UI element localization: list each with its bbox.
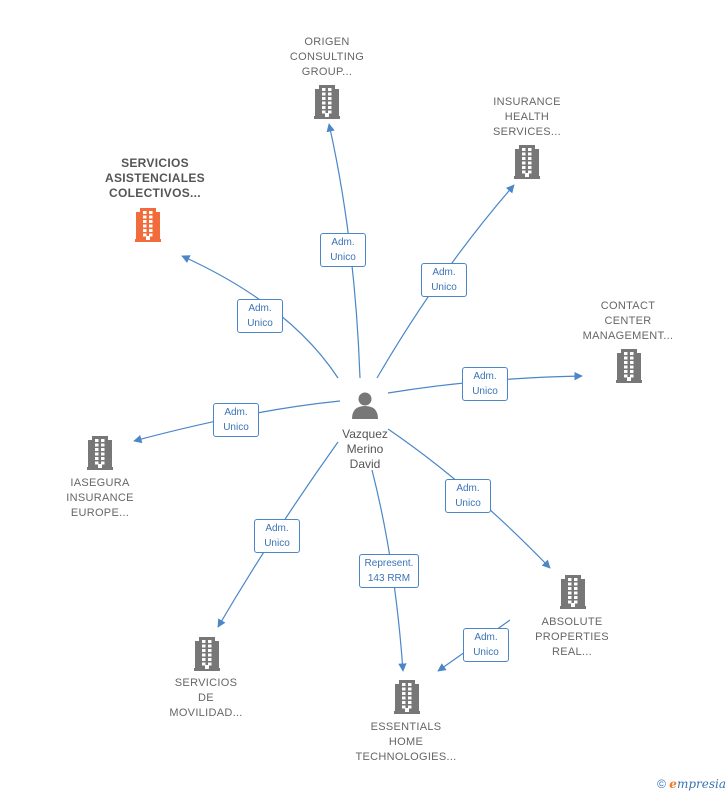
edge-label-line: Unico [431, 282, 457, 293]
edge-label-line: 143 RRM [367, 573, 411, 584]
label-line: SERVICIOS [174, 677, 238, 689]
footer-brand: © empresia [657, 777, 726, 791]
edge-label-center-origen[interactable]: Adm. Unico [320, 233, 366, 267]
edge-label-absolute-essentials[interactable]: Adm. Unico [463, 628, 509, 662]
label-line: SERVICIOS [121, 156, 189, 170]
edge-label-center-iasegura[interactable]: Adm. Unico [213, 403, 259, 437]
icons-layer [87, 85, 642, 714]
edge-label-line: Represent. [364, 558, 414, 569]
building-icon-absolute[interactable] [560, 575, 586, 609]
edge-label-center-absolute[interactable]: Adm. Unico [445, 479, 491, 513]
brand-logo: empresia [669, 777, 726, 791]
label-line: ASISTENCIALES [105, 171, 205, 185]
edge-label-line: Unico [223, 422, 249, 433]
edge-label-line: Unico [472, 386, 498, 397]
edge-label-line: Unico [455, 498, 481, 509]
building-icon-essentials[interactable] [394, 680, 420, 714]
edge-label-center-movilidad[interactable]: Adm. Unico [254, 519, 300, 553]
label-line: TECHNOLOGIES... [355, 751, 457, 763]
building-icon-insurance[interactable] [514, 145, 540, 179]
label-line: CONTACT [600, 300, 656, 312]
label-line: HEALTH [504, 111, 550, 123]
person-icon[interactable] [352, 392, 378, 420]
label-line: HOME [388, 736, 424, 748]
edge-label-line: Adm. [265, 523, 289, 534]
label-line: PROPERTIES [535, 631, 609, 643]
edge-label-line: Adm. [248, 303, 272, 314]
edge-label-line: Unico [264, 538, 290, 549]
node-label-iasegura[interactable]: IASEGURA INSURANCE EUROPE... [30, 476, 170, 521]
edge-label-line: Adm. [331, 237, 355, 248]
label-line: MOVILIDAD... [169, 707, 243, 719]
building-icon-origen[interactable] [314, 85, 340, 119]
copyright-symbol: © [657, 777, 666, 791]
edge-label-center-insurance[interactable]: Adm. Unico [421, 263, 467, 297]
label-line: IASEGURA [70, 477, 130, 489]
label-line: David [349, 457, 381, 471]
building-icon-movilidad[interactable] [194, 637, 220, 671]
building-icon-contact[interactable] [616, 349, 642, 383]
label-line: COLECTIVOS... [109, 186, 201, 200]
label-line: REAL... [551, 646, 592, 658]
label-line: INSURANCE [66, 492, 134, 504]
label-line: MANAGEMENT... [582, 330, 674, 342]
label-line: ORIGEN [304, 36, 350, 48]
edge-label-line: Adm. [473, 371, 497, 382]
node-label-absolute[interactable]: ABSOLUTE PROPERTIES REAL... [502, 615, 642, 660]
edge-label-line: Unico [473, 647, 499, 658]
edge-label-line: Unico [247, 318, 273, 329]
edge-label-line: Unico [330, 252, 356, 263]
label-line: Vazquez [342, 427, 388, 441]
label-line: EUROPE... [70, 507, 130, 519]
label-line: CENTER [604, 315, 652, 327]
node-label-origen[interactable]: ORIGEN CONSULTING GROUP... [257, 35, 397, 80]
edge-label-center-contact[interactable]: Adm. Unico [462, 367, 508, 401]
edge-label-line: Adm. [224, 407, 248, 418]
edge-label-center-servicios-asistenciales[interactable]: Adm. Unico [237, 299, 283, 333]
building-icon-servicios-asistenciales[interactable] [135, 208, 161, 242]
edge-label-line: Adm. [474, 632, 498, 643]
edge-label-center-essentials[interactable]: Represent. 143 RRM [359, 554, 419, 588]
label-line: INSURANCE [493, 96, 561, 108]
label-line: Merino [346, 442, 384, 456]
node-label-insurance[interactable]: INSURANCE HEALTH SERVICES... [457, 95, 597, 140]
node-label-essentials[interactable]: ESSENTIALS HOME TECHNOLOGIES... [336, 720, 476, 765]
edge-label-line: Adm. [432, 267, 456, 278]
label-line: ABSOLUTE [541, 616, 603, 628]
label-line: CONSULTING [289, 51, 365, 63]
building-icon-iasegura[interactable] [87, 436, 113, 470]
label-line: DE [198, 692, 214, 704]
edge-label-line: Adm. [456, 483, 480, 494]
node-label-movilidad[interactable]: SERVICIOS DE MOVILIDAD... [136, 676, 276, 721]
node-label-contact[interactable]: CONTACT CENTER MANAGEMENT... [558, 299, 698, 344]
label-line: GROUP... [301, 66, 353, 78]
label-line: ESSENTIALS [370, 721, 442, 733]
edges-layer [133, 123, 583, 672]
label-line: SERVICES... [493, 126, 561, 138]
